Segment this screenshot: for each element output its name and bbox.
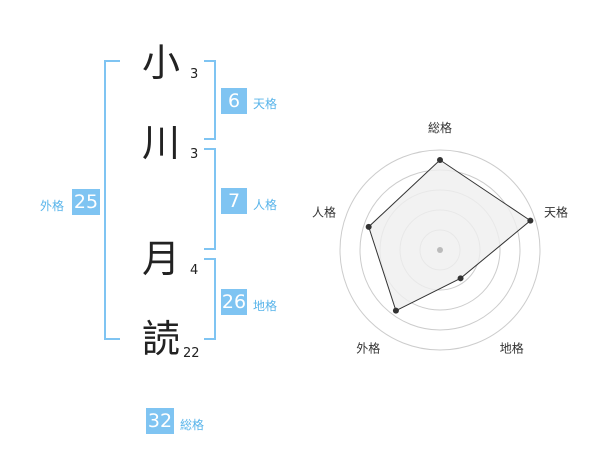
- name-char-3-strokes: 4: [190, 263, 199, 278]
- radar-point: [527, 217, 534, 224]
- radar-axis-label: 総格: [428, 120, 452, 135]
- radar-ring: [339, 149, 541, 351]
- tenkaku-label: 天格: [253, 97, 278, 111]
- radar-polygon: [368, 159, 532, 312]
- radar-axis-label: 人格: [312, 204, 336, 219]
- name-char-1: 小: [142, 41, 181, 85]
- tenkaku-value: 6: [221, 88, 247, 114]
- tenkaku-bracket: [204, 60, 216, 140]
- name-char-2: 川: [142, 121, 181, 165]
- soukaku-value: 32: [146, 408, 174, 434]
- name-char-4: 読: [142, 317, 181, 361]
- jinkaku-value: 7: [221, 188, 247, 214]
- chikaku-label: 地格: [253, 299, 278, 313]
- jinkaku-bracket: [204, 148, 216, 250]
- radar-point: [457, 275, 464, 282]
- radar-axis-label: 天格: [544, 204, 568, 219]
- name-char-3: 月: [142, 237, 181, 281]
- name-char-1-strokes: 3: [190, 67, 199, 82]
- jinkaku-label: 人格: [253, 198, 278, 212]
- gaikaku-label: 外格: [40, 199, 65, 213]
- radar-point: [392, 307, 399, 314]
- radar-axis-label: 外格: [356, 341, 380, 356]
- radar-point: [365, 223, 372, 230]
- soukaku-label: 総格: [180, 418, 205, 432]
- name-char-4-strokes: 22: [183, 346, 200, 361]
- chikaku-value: 26: [221, 289, 247, 315]
- radar-center: [437, 247, 443, 253]
- radar-axis-label: 地格: [500, 341, 524, 356]
- name-char-2-strokes: 3: [190, 147, 199, 162]
- radar-shape: [365, 157, 534, 314]
- radar-point: [437, 157, 443, 163]
- gaikaku-bracket: [104, 60, 120, 340]
- chikaku-bracket: [204, 258, 216, 340]
- gaikaku-value: 25: [72, 189, 100, 215]
